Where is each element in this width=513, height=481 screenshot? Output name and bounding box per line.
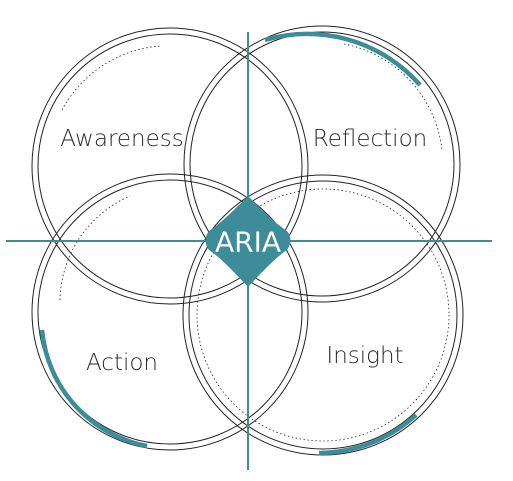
circle-insight — [182, 174, 464, 456]
label-action: Action — [85, 350, 159, 376]
center-label: ARIA — [214, 225, 282, 259]
center-diamond — [205, 196, 291, 287]
accent-arc-bottom-right — [318, 413, 418, 456]
label-insight: Insight — [326, 343, 404, 369]
accent-arc-top-right — [264, 31, 422, 87]
circle-awareness — [31, 27, 309, 305]
label-reflection: Reflection — [312, 126, 428, 152]
circle-reflection — [183, 25, 461, 303]
circle-action — [31, 173, 309, 451]
label-awareness: Awareness — [60, 126, 184, 152]
accent-arc-bottom-left — [39, 329, 148, 449]
